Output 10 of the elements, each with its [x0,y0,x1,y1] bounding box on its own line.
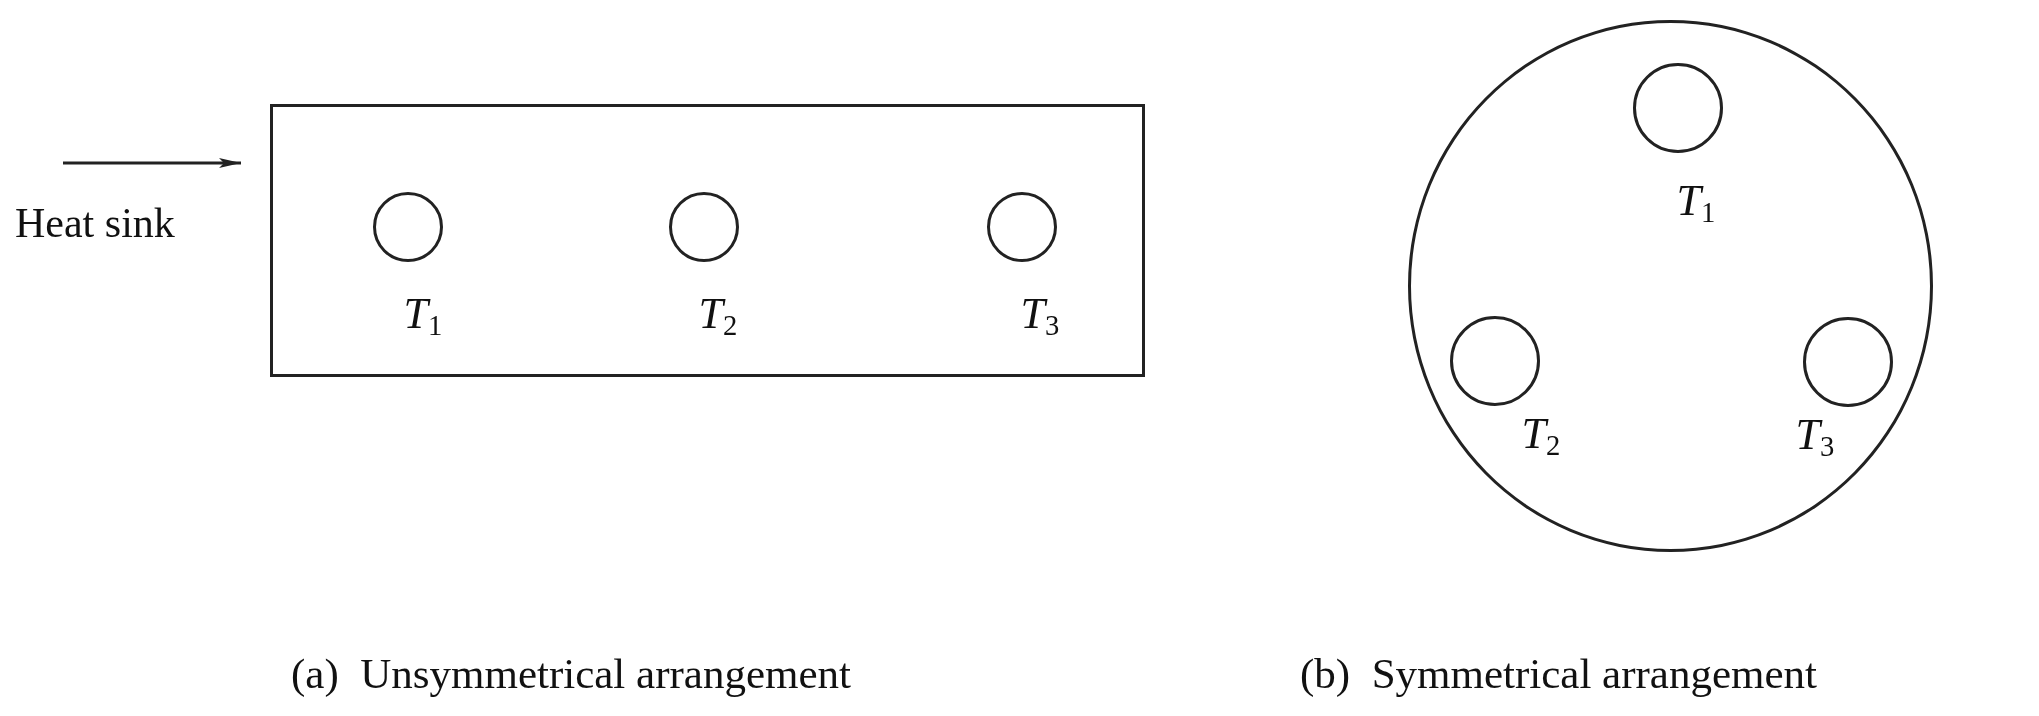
node-label: Heat sink [15,202,175,244]
figure-caption: (b) Symmetrical arrangement [1300,652,1817,695]
component-label: T$_{1}$ [1676,179,1716,228]
circle-shape [1408,20,1933,552]
component-label: T$_{2}$ [1521,412,1561,461]
component-label: T$_{3}$ [1020,292,1060,341]
component-label: T$_{3}$ [1795,413,1835,462]
component-label: T$_{1}$ [403,292,443,341]
component-label: T$_{2}$ [698,292,738,341]
figure-caption: (a) Unsymmetrical arrangement [291,652,851,695]
